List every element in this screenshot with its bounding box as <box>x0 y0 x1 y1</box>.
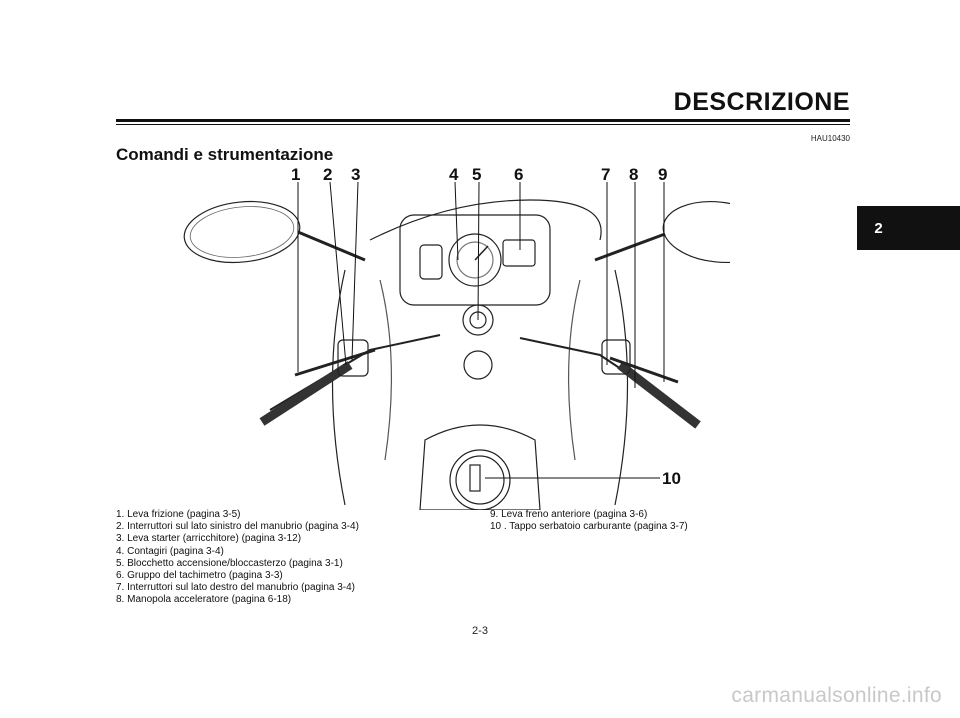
legend-item-8: 8. Manopola acceleratore (pagina 6-18) <box>116 594 292 606</box>
header-rule-thick <box>116 119 850 122</box>
handlebar-illustration: 1 2 3 4 5 6 7 8 9 10 <box>183 165 730 510</box>
watermark: carmanualsonline.info <box>731 684 942 707</box>
left-mirror <box>183 200 301 264</box>
legend-right-column: 9. Leva freno anteriore (pagina 3-6) 10 … <box>490 509 688 533</box>
legend-item-4: 4. Contagiri (pagina 3-4) <box>116 545 224 557</box>
legend-item-6: 6. Gruppo del tachimetro (pagina 3-3) <box>116 570 283 582</box>
leader-lines <box>297 181 665 479</box>
callout-labels: 1 2 3 4 5 6 7 8 9 10 <box>291 165 681 488</box>
tachometer-gauge <box>448 233 502 287</box>
speedometer-display <box>502 239 536 267</box>
callout-4: 4 <box>449 165 459 184</box>
legend-item-7: 7. Interruttori sul lato destro del manu… <box>116 582 356 594</box>
callout-10: 10 <box>662 469 681 488</box>
chapter-tab: 2 <box>857 206 960 250</box>
clutch-lever <box>294 348 376 377</box>
callout-5: 5 <box>472 165 481 184</box>
header-rule-thin <box>116 124 850 125</box>
legend-item-10: 10 . Tappo serbatoio carburante (pagina … <box>490 521 688 533</box>
legend-item-2: 2. Interruttori sul lato sinistro del ma… <box>116 521 359 533</box>
section-title: Comandi e strumentazione <box>116 145 334 164</box>
legend-item-9: 9. Leva freno anteriore (pagina 3-6) <box>490 509 648 520</box>
callout-8: 8 <box>629 165 638 184</box>
callout-1: 1 <box>291 165 300 184</box>
callout-3: 3 <box>351 165 360 184</box>
page-header-title: DESCRIZIONE <box>673 88 850 116</box>
callout-7: 7 <box>601 165 610 184</box>
callout-9: 9 <box>658 165 667 184</box>
fuel-cap <box>449 449 511 510</box>
callout-6: 6 <box>514 165 523 184</box>
right-mirror <box>662 201 730 263</box>
page-number: 2-3 <box>472 625 488 637</box>
motorcycle-drawing <box>183 199 730 510</box>
chapter-tab-label: 2 <box>874 219 883 237</box>
legend-item-5: 5. Blocchetto accensione/bloccasterzo (p… <box>116 557 343 569</box>
document-code: HAU10430 <box>810 134 850 143</box>
legend-item-3: 3. Leva starter (arricchitore) (pagina 3… <box>116 533 302 545</box>
callout-2: 2 <box>323 165 332 184</box>
brake-lever <box>609 356 679 384</box>
legend-left-column: 1. Leva frizione (pagina 3-5) 2. Interru… <box>116 509 359 607</box>
legend-item-1: 1. Leva frizione (pagina 3-5) <box>116 509 241 520</box>
